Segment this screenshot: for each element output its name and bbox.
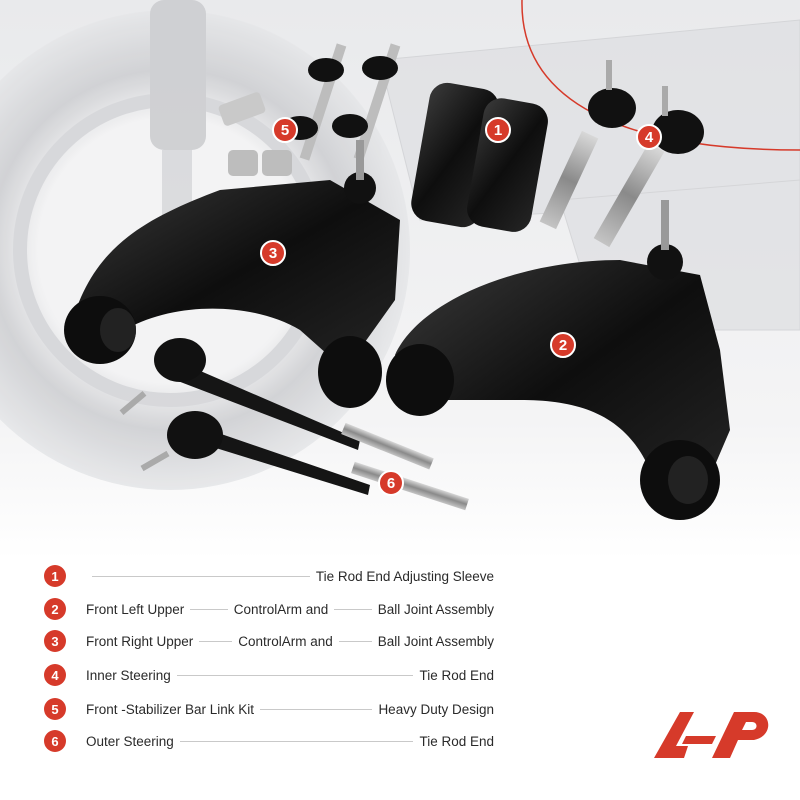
legend-part: Heavy Duty Design	[378, 701, 494, 717]
legend-text: Front Left Upper ControlArm and Ball Joi…	[86, 597, 494, 621]
right-upper-control-arm	[64, 140, 400, 408]
callout-5: 5	[272, 117, 298, 143]
legend-number: 6	[44, 730, 66, 752]
legend-text: Front Right Upper ControlArm and Ball Jo…	[86, 629, 494, 653]
legend-number: 3	[44, 630, 66, 652]
callout-1: 1	[485, 117, 511, 143]
legend-text: Tie Rod End Adjusting Sleeve	[86, 564, 494, 588]
legend-part: Tie Rod End	[419, 667, 494, 683]
callout-3: 3	[260, 240, 286, 266]
legend-number: 2	[44, 598, 66, 620]
legend-row-3: 3 Front Right Upper ControlArm and Ball …	[44, 629, 494, 653]
legend-part: ControlArm and	[238, 633, 333, 649]
legend-row-2: 2 Front Left Upper ControlArm and Ball J…	[44, 597, 494, 621]
a-premium-logo-icon	[654, 712, 769, 758]
callout-2: 2	[550, 332, 576, 358]
legend-part: Front -Stabilizer Bar Link Kit	[86, 701, 255, 717]
inner-tie-rod-ends	[539, 60, 704, 248]
legend-part: Ball Joint Assembly	[377, 633, 494, 649]
adjusting-sleeves	[411, 82, 548, 232]
legend-part: Ball Joint Assembly	[377, 601, 494, 617]
legend-text: Inner Steering Tie Rod End	[86, 663, 494, 687]
legend-part: Tie Rod End	[419, 733, 494, 749]
product-scene	[0, 0, 800, 560]
legend-number: 5	[44, 698, 66, 720]
legend-row-1: 1 Tie Rod End Adjusting Sleeve	[44, 564, 494, 588]
legend-part: ControlArm and	[233, 601, 329, 617]
legend-part: Outer Steering	[86, 733, 174, 749]
legend-number: 1	[44, 565, 66, 587]
legend-row-4: 4 Inner Steering Tie Rod End	[44, 663, 494, 687]
left-upper-control-arm	[386, 200, 730, 520]
legend-part: Inner Steering	[86, 667, 171, 683]
red-accent-line	[521, 0, 800, 151]
legend-part: Tie Rod End Adjusting Sleeve	[315, 568, 494, 584]
callout-4: 4	[636, 124, 662, 150]
legend-row-5: 5 Front -Stabilizer Bar Link Kit Heavy D…	[44, 697, 494, 721]
legend-text: Outer Steering Tie Rod End	[86, 729, 494, 753]
legend-part: Front Left Upper	[86, 601, 185, 617]
legend-row-6: 6 Outer Steering Tie Rod End	[44, 729, 494, 753]
legend-number: 4	[44, 664, 66, 686]
legend-text: Front -Stabilizer Bar Link Kit Heavy Dut…	[86, 697, 494, 721]
legend-part: Front Right Upper	[86, 633, 194, 649]
callout-6: 6	[378, 470, 404, 496]
